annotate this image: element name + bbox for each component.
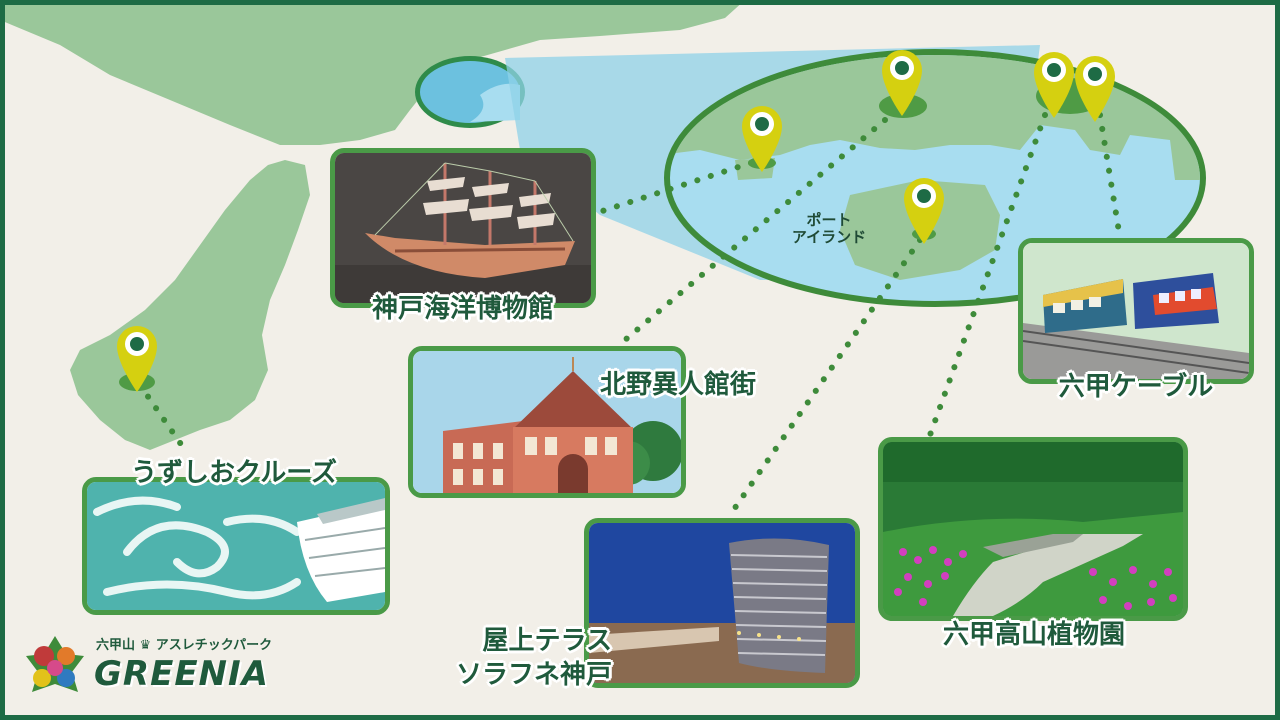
greenia-logo: 六甲山 ♛ アスレチックパーク GREENIA: [22, 632, 282, 702]
card-sorafune[interactable]: [584, 518, 860, 688]
pin-kobe-maritime-museum[interactable]: [740, 102, 784, 174]
whirlpool-cruise-illustration: [87, 482, 385, 610]
card-rokko-cable[interactable]: [1018, 238, 1254, 384]
pin-rokko-alpine-botanical-garden[interactable]: [1032, 48, 1076, 120]
mainland-land: [0, 0, 745, 145]
card-uzushio-cruise[interactable]: [82, 477, 390, 615]
label-sorafune: 屋上テラス ソラフネ神戸: [455, 626, 612, 690]
pin-rokko-cable[interactable]: [1073, 52, 1117, 124]
logo-subtitle: 六甲山 ♛ アスレチックパーク: [96, 638, 273, 653]
ship-illustration: [335, 153, 591, 303]
label-rokko-alpine-botanical-garden: 六甲高山植物園: [942, 620, 1126, 650]
greenia-flower-mark: [26, 636, 84, 692]
pin-sorafune[interactable]: [902, 174, 946, 246]
card-rokko-alpine-botanical-garden[interactable]: [878, 437, 1188, 621]
cable-car-illustration: [1023, 243, 1249, 379]
awaji-island-land: [70, 160, 310, 450]
label-rokko-cable: 六甲ケーブル: [1058, 372, 1214, 402]
botanical-garden-illustration: [883, 442, 1183, 616]
pin-uzushio-cruise[interactable]: [115, 322, 159, 394]
rooftop-terrace-illustration: [589, 523, 855, 683]
pin-kitano-ijinkan[interactable]: [880, 46, 924, 118]
western-house-illustration: [413, 351, 681, 493]
port-island-label: ポート アイランド: [791, 211, 867, 246]
label-kitano-ijinkan: 北野異人館街: [600, 370, 757, 400]
label-kobe-maritime-museum: 神戸海洋博物館: [371, 294, 555, 324]
label-uzushio-cruise: うずしおクルーズ: [131, 458, 337, 488]
route-lines: [137, 112, 1123, 518]
logo-brand: GREENIA: [94, 654, 269, 694]
card-kitano-ijinkan[interactable]: [408, 346, 686, 498]
card-kobe-maritime-museum[interactable]: [330, 148, 596, 308]
